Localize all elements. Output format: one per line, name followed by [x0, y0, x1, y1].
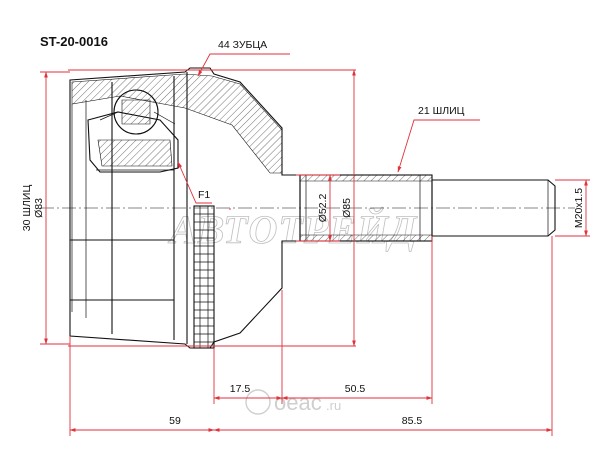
diameter-85-label: Ø85 — [341, 198, 353, 218]
watermark-site-name: oeac — [274, 390, 322, 415]
outer-splines-label: 21 ШЛИЦ — [418, 105, 465, 117]
inner-splines-label: 30 ШЛИЦ — [21, 185, 33, 232]
dim-50-5: 50.5 — [345, 383, 366, 395]
watermark-logo-icon — [245, 389, 271, 415]
dim-17-5: 17.5 — [230, 383, 251, 395]
f1-label: F1 — [198, 189, 210, 201]
watermark-site-tld: .ru — [326, 398, 341, 413]
outer-diameter-label: Ø83 — [33, 198, 45, 218]
diameter-52-label: Ø52.2 — [317, 194, 329, 223]
abs-ring — [193, 205, 215, 349]
dimension-lines — [44, 69, 588, 432]
teeth-label: 44 ЗУБЦА — [218, 39, 267, 51]
outer-housing — [69, 67, 301, 349]
thread-label: M20x1.5 — [573, 188, 585, 228]
leader-lines — [177, 53, 480, 204]
extension-lines — [40, 69, 590, 436]
inner-race — [87, 89, 179, 173]
dim-59: 59 — [169, 415, 181, 427]
part-number: ST-20-0016 — [40, 34, 108, 49]
dim-85-5: 85.5 — [402, 415, 423, 427]
